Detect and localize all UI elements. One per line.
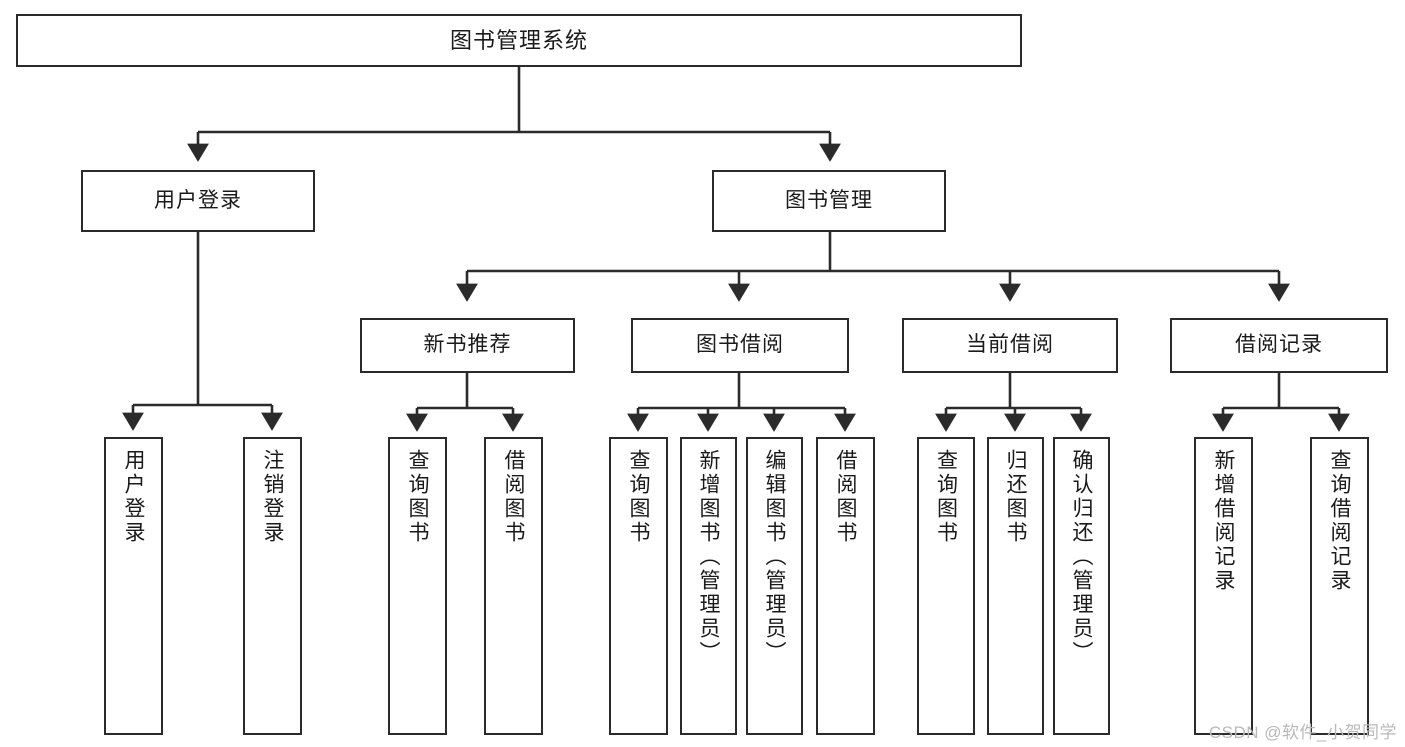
node-leaf-query-book-borrow[interactable]: 查询图书 (609, 437, 668, 735)
node-leaf-user-login[interactable]: 用户登录 (104, 437, 163, 735)
node-label: 借阅记录 (1235, 333, 1323, 357)
node-label: 用户登录 (122, 449, 145, 545)
node-label: 借阅图书 (834, 449, 857, 545)
node-label: 图书借阅 (696, 333, 784, 357)
node-leaf-query-borrow-record[interactable]: 查询借阅记录 (1310, 437, 1369, 735)
node-book-borrow[interactable]: 图书借阅 (631, 318, 849, 373)
node-label: 查询图书 (627, 449, 650, 545)
node-leaf-logout[interactable]: 注销登录 (243, 437, 302, 735)
node-root-book-management-system[interactable]: 图书管理系统 (16, 14, 1022, 67)
node-leaf-confirm-return-admin[interactable]: 确认归还（管理员） (1053, 437, 1110, 735)
node-label: 图书管理系统 (449, 27, 588, 53)
node-book-management[interactable]: 图书管理 (712, 170, 946, 232)
node-label: 新增图书（管理员） (697, 449, 720, 665)
node-label: 归还图书 (1004, 449, 1027, 545)
node-label: 查询图书 (934, 449, 958, 545)
node-leaf-borrow-book[interactable]: 借阅图书 (816, 437, 875, 735)
node-leaf-edit-book-admin[interactable]: 编辑图书（管理员） (746, 437, 803, 735)
node-leaf-borrow-book-recommend[interactable]: 借阅图书 (484, 437, 543, 735)
node-leaf-query-book-current[interactable]: 查询图书 (917, 437, 975, 735)
node-leaf-query-book-recommend[interactable]: 查询图书 (388, 437, 447, 735)
node-label: 当前借阅 (966, 333, 1054, 357)
node-label: 借阅图书 (502, 449, 525, 545)
node-leaf-add-book-admin[interactable]: 新增图书（管理员） (680, 437, 737, 735)
node-label: 确认归还（管理员） (1070, 449, 1093, 665)
node-borrow-record[interactable]: 借阅记录 (1170, 318, 1388, 373)
node-label: 编辑图书（管理员） (763, 449, 786, 665)
node-user-login[interactable]: 用户登录 (81, 170, 315, 232)
watermark-text: CSDN @软件_小贺同学 (1208, 723, 1397, 742)
node-label: 查询图书 (406, 449, 429, 545)
node-label: 新增借阅记录 (1212, 449, 1235, 593)
node-new-book-recommend[interactable]: 新书推荐 (360, 318, 575, 373)
node-leaf-return-book[interactable]: 归还图书 (987, 437, 1044, 735)
node-label: 用户登录 (154, 188, 242, 212)
node-leaf-add-borrow-record[interactable]: 新增借阅记录 (1194, 437, 1253, 735)
node-label: 新书推荐 (423, 333, 512, 357)
node-label: 注销登录 (261, 449, 284, 545)
node-current-borrow[interactable]: 当前借阅 (902, 318, 1118, 373)
node-label: 图书管理 (785, 188, 873, 212)
node-label: 查询借阅记录 (1328, 449, 1351, 593)
